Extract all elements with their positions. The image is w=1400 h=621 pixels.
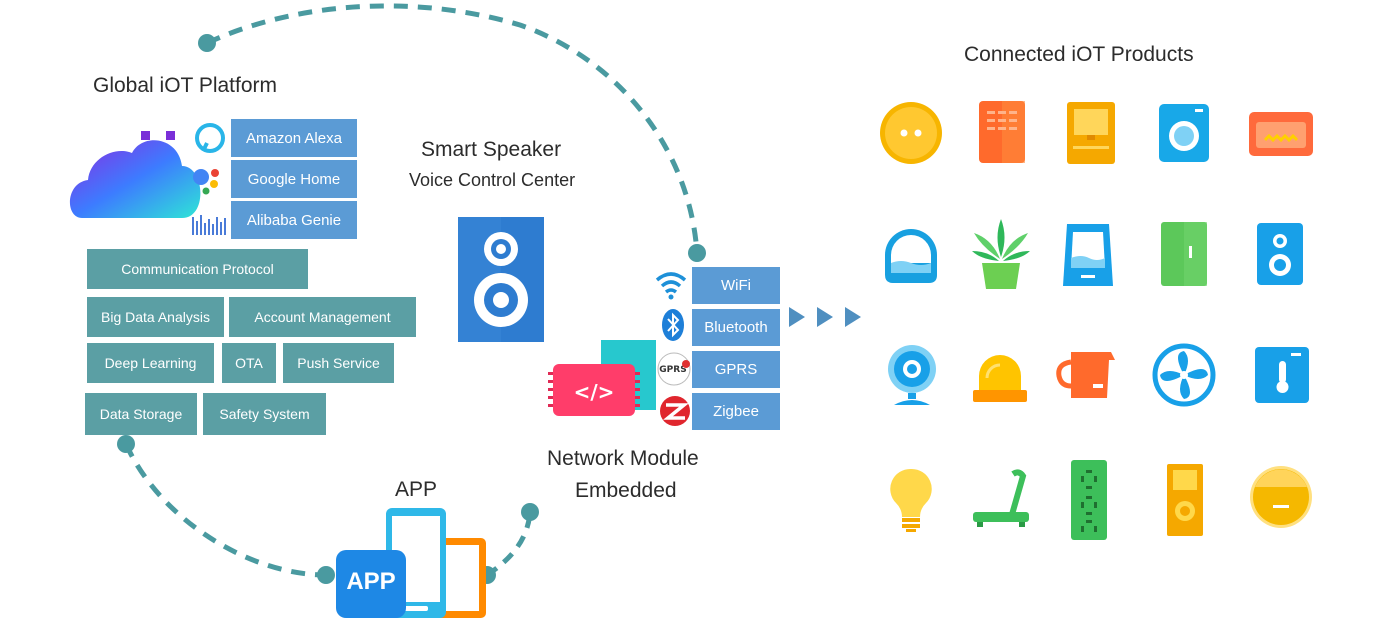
power-strip-icon xyxy=(1071,460,1107,540)
app-devices-icon xyxy=(336,508,486,618)
speaker-icon xyxy=(458,217,544,342)
protocol-gprs: GPRS xyxy=(692,351,780,388)
alexa-icon xyxy=(195,123,225,153)
smart-plug-icon xyxy=(880,102,942,164)
alarm-light-icon xyxy=(973,355,1027,402)
service-safety-system: Safety System xyxy=(203,393,326,435)
service-big-data-analysis: Big Data Analysis xyxy=(87,297,224,337)
network-module-title: Network Module xyxy=(547,447,699,470)
wifi-icon xyxy=(655,272,687,300)
security-camera-icon xyxy=(888,345,936,405)
products-title: Connected iOT Products xyxy=(964,43,1194,66)
service-data-storage: Data Storage xyxy=(85,393,197,435)
doorbell-icon xyxy=(1167,464,1203,536)
speaker-title: Smart Speaker xyxy=(421,138,562,161)
service-push-service: Push Service xyxy=(283,343,394,383)
app-icon-label: APP xyxy=(346,568,396,595)
network-module-subtitle: Embedded xyxy=(575,479,677,502)
zigbee-icon xyxy=(660,396,690,426)
humidifier-icon xyxy=(885,229,937,283)
washing-machine-icon xyxy=(1159,104,1209,162)
oven-icon xyxy=(1249,112,1313,156)
air-purifier-icon xyxy=(979,101,1025,163)
flow-arrows xyxy=(789,307,861,327)
bluetooth-icon xyxy=(662,309,684,341)
protocol-wifi: WiFi xyxy=(692,267,780,304)
voice-assistant-google-home: Google Home xyxy=(231,160,357,198)
google-assistant-icon xyxy=(193,169,219,195)
dispenser-icon xyxy=(1067,102,1115,164)
cloud-icon xyxy=(69,131,201,218)
chip-board-icon: </> xyxy=(548,340,656,416)
voice-assistant-alibaba-genie: Alibaba Genie xyxy=(231,201,357,239)
gprs-logo-text: GPRS xyxy=(659,365,686,375)
kettle-icon xyxy=(1056,352,1115,398)
app-title: APP xyxy=(395,478,438,501)
fan-icon xyxy=(1152,343,1216,407)
protocol-bluetooth: Bluetooth xyxy=(692,309,780,346)
thermostat-icon xyxy=(1255,347,1309,403)
alibaba-genie-icon xyxy=(192,215,226,235)
svg-text:</>: </> xyxy=(574,380,615,404)
treadmill-icon xyxy=(973,469,1029,527)
service-communication-protocol: Communication Protocol xyxy=(87,249,308,289)
protocol-zigbee: Zigbee xyxy=(692,393,780,430)
service-account-management: Account Management xyxy=(229,297,416,337)
platform-title: Global iOT Platform xyxy=(93,74,278,97)
service-deep-learning: Deep Learning xyxy=(87,343,214,383)
robot-vacuum-icon xyxy=(1250,466,1312,528)
refrigerator-icon xyxy=(1161,222,1207,286)
voice-assistant-amazon-alexa: Amazon Alexa xyxy=(231,119,357,157)
speaker-device-icon xyxy=(1257,223,1303,285)
light-bulb-icon xyxy=(890,468,932,532)
water-tank-icon xyxy=(1063,224,1113,286)
gprs-icon: GPRS xyxy=(657,352,691,386)
plant-pot-icon xyxy=(972,219,1030,289)
speaker-subtitle: Voice Control Center xyxy=(409,170,576,190)
service-ota: OTA xyxy=(222,343,276,383)
